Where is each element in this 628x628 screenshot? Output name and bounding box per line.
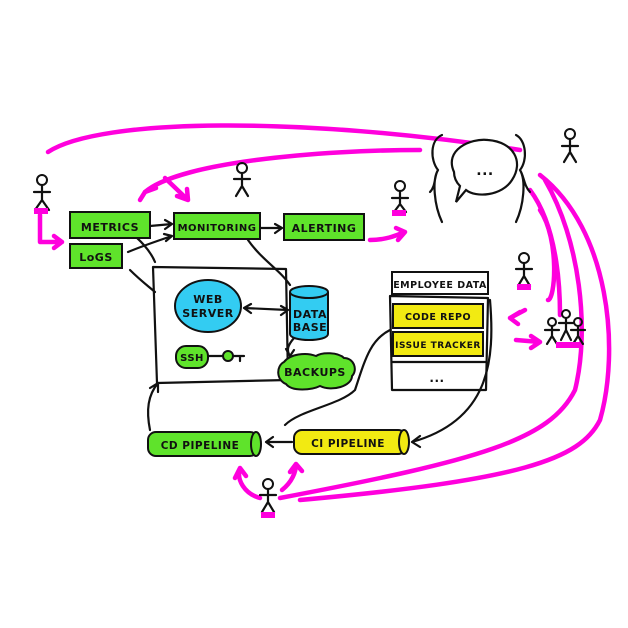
ssh-label: SSH (180, 353, 204, 364)
cd-pipeline-label: CD PIPELINE (161, 440, 240, 452)
ssh-node: SSH (175, 345, 209, 369)
stick-figure-icon (32, 174, 52, 214)
logs-node: LoGS (69, 243, 123, 269)
web-server-label-2: SERVER (182, 307, 233, 320)
issue-tracker-node (392, 331, 484, 357)
metrics-label: METRICS (81, 221, 139, 234)
monitoring-label: MONITORING (178, 223, 257, 234)
alerting-label: ALERTING (292, 222, 357, 235)
pink-connectors (37, 123, 612, 503)
backups-node: BACKUPS (277, 352, 356, 391)
stick-figure-icon (560, 128, 580, 164)
database-label-2: BASE (293, 321, 327, 334)
monitoring-node: MONITORING (173, 212, 261, 240)
web-server-node: WEB SERVER (174, 279, 242, 333)
stick-figure-icon (514, 252, 534, 290)
metrics-node: METRICS (69, 211, 151, 239)
code-repo-label: CODE REPO (405, 312, 471, 323)
stick-figure-icon (232, 162, 252, 198)
employee-data-panel: EMPLOYEE DATA CODE REPO ISSUE TRACKER ..… (388, 271, 490, 392)
key-icon (222, 350, 246, 363)
cd-pipeline-node: CD PIPELINE (147, 431, 262, 457)
speech-bubble-text: ... (476, 163, 493, 179)
database-label-1: DATA (293, 308, 327, 321)
database-node: DATA BASE (289, 285, 329, 341)
alerting-node: ALERTING (283, 213, 365, 241)
ci-pipeline-node: CI PIPELINE (293, 429, 410, 455)
ci-pipeline-label: CI PIPELINE (311, 438, 385, 450)
stick-figure-icon (543, 309, 587, 348)
employee-data-label: EMPLOYEE DATA (393, 280, 487, 291)
backups-label: BACKUPS (284, 366, 346, 379)
speech-bubble-icon: ... (428, 133, 532, 224)
logs-label: LoGS (79, 251, 113, 264)
stick-figure-icon (390, 180, 410, 216)
stick-figure-icon (258, 478, 278, 518)
code-repo-node (392, 303, 484, 329)
black-connectors (126, 218, 493, 449)
more-items-label: ... (429, 371, 444, 385)
issue-tracker-label: ISSUE TRACKER (395, 341, 481, 351)
web-server-label-1: WEB (193, 293, 223, 306)
